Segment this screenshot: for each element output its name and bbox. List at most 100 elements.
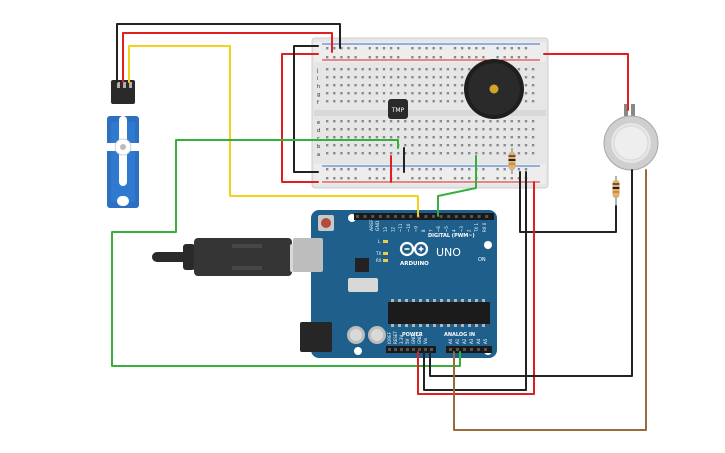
header-pin[interactable] — [477, 348, 480, 351]
header-pin[interactable] — [409, 215, 413, 218]
header-pin[interactable] — [454, 215, 458, 218]
breadboard-hole — [389, 120, 393, 123]
breadboard-hole — [425, 152, 428, 155]
breadboard-hole — [475, 144, 478, 147]
rail-hole — [375, 56, 379, 59]
breadboard-hole — [418, 84, 421, 87]
header-pin[interactable] — [424, 348, 427, 351]
header-pin[interactable] — [394, 348, 397, 351]
header-pin[interactable] — [386, 215, 390, 218]
breadboard-hole — [439, 92, 442, 95]
breadboard-hole — [347, 68, 350, 71]
header-pin[interactable] — [388, 348, 391, 351]
breadboard-hole — [340, 152, 343, 155]
piezo-buzzer[interactable] — [464, 59, 524, 119]
breadboard-hole — [354, 76, 357, 79]
breadboard-hole — [333, 136, 336, 139]
temperature-sensor[interactable]: TMP — [388, 99, 408, 119]
wire-gas-sensor-black[interactable] — [519, 171, 617, 233]
wire-buzzer-signal[interactable] — [437, 155, 477, 217]
breadboard-hole — [531, 152, 535, 155]
header-pin[interactable] — [378, 215, 382, 218]
wire-red-to-5v[interactable] — [417, 181, 535, 395]
header-pin[interactable] — [456, 348, 459, 351]
breadboard-hole — [347, 152, 350, 155]
wire-sensor-signal[interactable] — [111, 139, 461, 367]
breadboard-hole — [340, 84, 343, 87]
header-pin[interactable] — [462, 215, 466, 218]
header-pin[interactable] — [470, 215, 473, 218]
wire-servo-ground[interactable] — [116, 23, 341, 83]
gas-sensor[interactable] — [603, 104, 659, 171]
rail-hole — [354, 168, 357, 171]
chip-leg — [461, 299, 464, 302]
breadboard-hole — [453, 84, 457, 87]
header-pin[interactable] — [449, 348, 452, 351]
breadboard-hole — [368, 136, 371, 139]
breadboard-hole — [432, 92, 435, 95]
rail-hole — [411, 47, 414, 50]
header-pin[interactable] — [412, 348, 415, 351]
rail-hole — [524, 56, 528, 59]
header-pin[interactable] — [394, 215, 397, 218]
header-pin[interactable] — [363, 215, 367, 218]
wire-gas-sensor-analog[interactable] — [453, 169, 647, 431]
breadboard-hole — [432, 68, 435, 71]
breadboard-hole — [347, 144, 350, 147]
header-pin[interactable] — [477, 215, 481, 218]
header-pin[interactable] — [371, 215, 375, 218]
breadboard-hole — [389, 128, 393, 131]
breadboard-hole — [418, 152, 421, 155]
header-pin[interactable] — [432, 215, 435, 218]
rail-hole — [460, 47, 464, 50]
breadboard-hole — [382, 68, 386, 71]
breadboard-hole — [531, 128, 535, 131]
wire-black-to-gnd[interactable] — [423, 171, 527, 391]
header-pin[interactable] — [447, 215, 451, 218]
breadboard-hole — [460, 84, 464, 87]
breadboard-hole — [432, 152, 435, 155]
pin-label: 3.3V — [399, 335, 404, 344]
header-pin[interactable] — [418, 348, 421, 351]
header-pin[interactable] — [463, 348, 466, 351]
wire-rail-red-left[interactable] — [281, 53, 319, 183]
wire-servo-power[interactable] — [122, 32, 333, 83]
header-pin[interactable] — [406, 348, 409, 351]
header-pin[interactable] — [484, 348, 487, 351]
resistor-gas-sensor[interactable] — [612, 176, 620, 206]
row-letter: e — [317, 120, 320, 126]
pin-label: Vin — [423, 337, 428, 344]
pin-label: GND — [411, 335, 416, 344]
power-analog-header[interactable] — [388, 348, 487, 351]
header-pin[interactable] — [470, 348, 473, 351]
wire-servo-signal[interactable] — [128, 45, 419, 217]
servo-motor[interactable] — [102, 80, 144, 208]
breadboard-hole — [375, 136, 379, 139]
header-pin[interactable] — [439, 215, 443, 218]
wire-rail-black-left[interactable] — [293, 45, 319, 173]
breadboard-hole — [354, 144, 357, 147]
rail-hole — [375, 168, 379, 171]
wire-top-rail-to-sensor[interactable] — [543, 53, 629, 111]
header-pin[interactable] — [400, 348, 403, 351]
breadboard-hole — [475, 128, 478, 131]
resistor-breadboard[interactable] — [508, 148, 516, 174]
breadboard-hole — [446, 68, 450, 71]
header-pin[interactable] — [424, 215, 428, 218]
header-pin[interactable] — [356, 215, 359, 218]
header-pin[interactable] — [430, 348, 433, 351]
header-pin[interactable] — [485, 215, 489, 218]
breadboard-hole — [510, 128, 513, 131]
rail-hole — [375, 47, 379, 50]
breadboard-row-letters-top: j i h g f — [316, 68, 320, 106]
digital-header-label: DIGITAL (PWM~) — [428, 233, 475, 239]
pin-label: 4 — [451, 229, 456, 232]
wire-gas-sensor-gnd[interactable] — [429, 169, 633, 377]
header-pin[interactable] — [401, 215, 405, 218]
rail-hole — [326, 168, 329, 171]
chip-leg — [419, 324, 422, 327]
chip-leg — [475, 324, 478, 327]
breadboard-hole — [354, 84, 357, 87]
chip-leg — [482, 324, 485, 327]
